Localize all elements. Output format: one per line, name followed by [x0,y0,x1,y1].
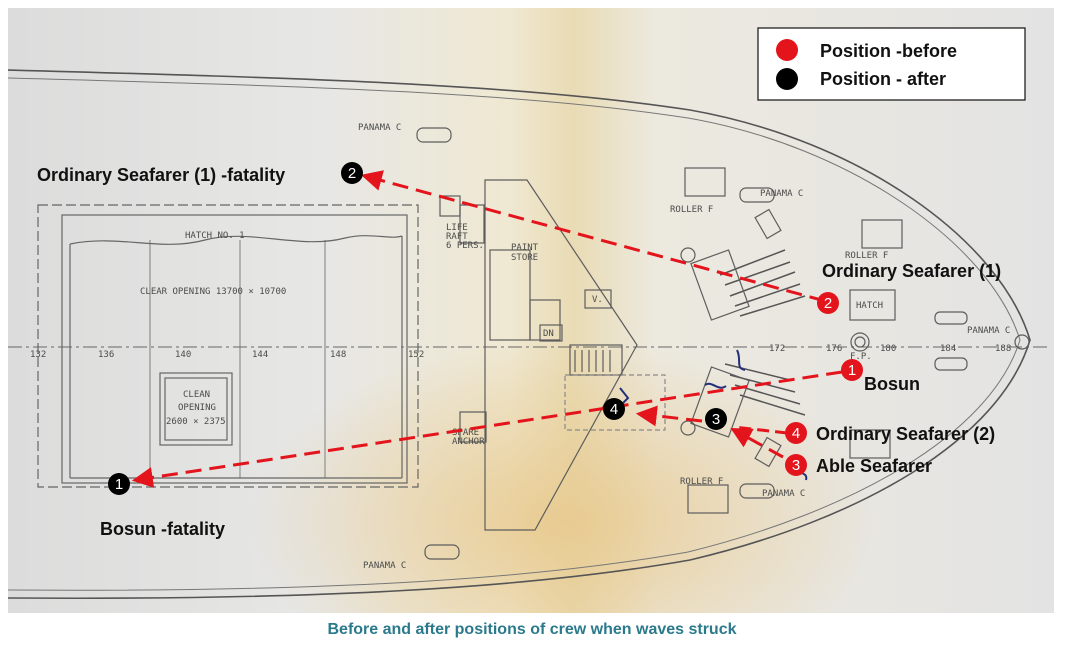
marker-after-ordinary2: 4 [603,398,625,420]
frame-176: 176 [826,344,842,354]
before-ordinary1-dot [817,292,839,314]
paint-store-line2: STORE [511,253,538,263]
after-bosun-label: Bosun -fatality [100,519,225,539]
hull-inner-outline [7,77,1021,591]
hull-outline [7,69,1031,600]
panama-label-3: PANAMA C [967,326,1010,336]
small-hatch-label: HATCH [856,301,883,311]
roller-label-3: ROLLER F [680,477,723,487]
frame-184: 184 [940,344,956,354]
clean-opening-line2: OPENING [178,403,216,413]
frame-136: 136 [98,350,114,360]
arrow-able [730,427,784,459]
legend-box [757,27,1026,101]
paper-stain [8,8,1054,613]
frame-180: 180 [880,344,896,354]
fp-label: F.P. [850,352,872,362]
roller-label-1: ROLLER F [670,205,713,215]
frame-148: 148 [330,350,346,360]
frame-152: 152 [408,350,424,360]
hatch-no-1 [37,204,419,488]
after-able-number: 3 [712,411,720,428]
before-able-number: 3 [792,457,800,474]
figure-caption: Before and after positions of crew when … [328,621,737,638]
marker-after-ordinary1: 2 [341,162,363,184]
marker-before-bosun: 1 [841,359,863,381]
legend-after-label: Position - after [820,69,946,89]
legend-before-dot [776,39,798,61]
arrow-ordinary2 [635,405,703,427]
marker-after-bosun: 1 [108,473,130,495]
v-box-label: V. [592,295,603,305]
hatch-label: HATCH NO. 1 [185,231,245,241]
clean-opening-line1: CLEAN [183,390,210,400]
life-raft-line1: LIFE [446,223,468,233]
panama-label-1: PANAMA C [358,123,401,133]
roller-label-2: ROLLER F [845,251,888,261]
spare-anchor-line2: ANCHOR [452,437,485,447]
before-ordinary1-number: 2 [824,295,832,312]
before-able-label: Able Seafarer [816,456,932,476]
marker-after-able: 3 [705,408,727,430]
clean-opening-line3: 2600 × 2375 [166,417,226,427]
marker-before-able: 3 [785,454,807,476]
before-bosun-label: Bosun [864,374,920,394]
frame-172: 172 [769,344,785,354]
panama-label-5: PANAMA C [363,561,406,571]
frame-144: 144 [252,350,268,360]
before-ordinary2-label: Ordinary Seafarer (2) [816,424,995,444]
before-able-dot [785,454,807,476]
after-ordinary1-dot [341,162,363,184]
movement-arrows [131,170,843,488]
arrow-ordinary2-start [733,425,788,435]
after-able-dot [705,408,727,430]
before-ordinary1-label: Ordinary Seafarer (1) [822,261,1001,281]
before-bosun-number: 1 [848,362,856,379]
after-ordinary1-label: Ordinary Seafarer (1) -fatality [37,165,285,185]
frame-140: 140 [175,350,191,360]
life-raft-line3: 6 PERS. [446,241,484,251]
arrow-ordinary1 [360,170,826,303]
after-ordinary2-dot [603,398,625,420]
dn-box-label: DN [543,329,554,339]
legend-after-dot [776,68,798,90]
clear-opening-label: CLEAR OPENING 13700 × 10700 [140,287,286,297]
spare-anchor-line1: SPARE [452,428,479,438]
marker-before-ordinary2: 4 [785,422,807,444]
before-bosun-dot [841,359,863,381]
panama-label-4: PANAMA C [762,489,805,499]
life-raft-line2: RAFT [446,232,468,242]
before-ordinary2-dot [785,422,807,444]
after-ordinary1-number: 2 [348,165,356,182]
marker-before-ordinary1: 2 [817,292,839,314]
after-ordinary2-number: 4 [610,401,618,418]
frame-188: 188 [995,344,1011,354]
frame-132: 132 [30,350,46,360]
before-ordinary2-number: 4 [792,425,800,442]
legend-before-label: Position -before [820,41,957,61]
frame-numbers: 132 136 140 144 148 152 172 176 180 184 … [30,344,1011,360]
legend: Position -before Position - after [757,27,1026,101]
after-bosun-number: 1 [115,476,123,493]
panama-label-2: PANAMA C [760,189,803,199]
after-bosun-dot [108,473,130,495]
paint-store-line1: PAINT [511,243,539,253]
